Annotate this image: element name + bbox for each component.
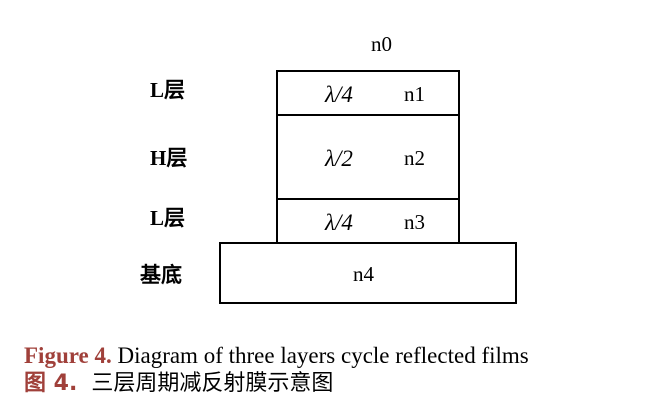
figure-caption-en: Figure 4. Diagram of three layers cycle …	[24, 344, 529, 367]
substrate-side-label: 基底	[140, 263, 182, 287]
layer-3-thickness: λ/4	[325, 210, 353, 235]
layer-1-index: n1	[404, 82, 425, 106]
layer-2-thickness: λ/2	[325, 146, 353, 171]
layer-2-index: n2	[404, 146, 425, 170]
layer-2-side-label: H层	[150, 146, 188, 170]
layer-1-box: λ/4 n1	[276, 70, 460, 116]
top-medium-index: n0	[371, 32, 392, 56]
substrate-index: n4	[353, 262, 374, 286]
layer-3-box: λ/4 n3	[276, 198, 460, 244]
layer-1-thickness: λ/4	[325, 82, 353, 107]
figure-caption-zh-text: 三层周期减反射膜示意图	[77, 371, 334, 396]
layer-1-side-label: L层	[150, 78, 186, 102]
figure-caption-zh: 图 4. 三层周期减反射膜示意图	[24, 373, 333, 395]
figure-caption-en-text: Diagram of three layers cycle reflected …	[111, 343, 529, 368]
substrate-box: n4	[219, 242, 517, 304]
layer-3-side-label: L层	[150, 206, 186, 230]
layer-2-box: λ/2 n2	[276, 114, 460, 200]
layer-3-index: n3	[404, 210, 425, 234]
figure-caption-zh-prefix: 图 4.	[24, 371, 78, 396]
figure-caption-en-prefix: Figure 4.	[24, 343, 112, 368]
